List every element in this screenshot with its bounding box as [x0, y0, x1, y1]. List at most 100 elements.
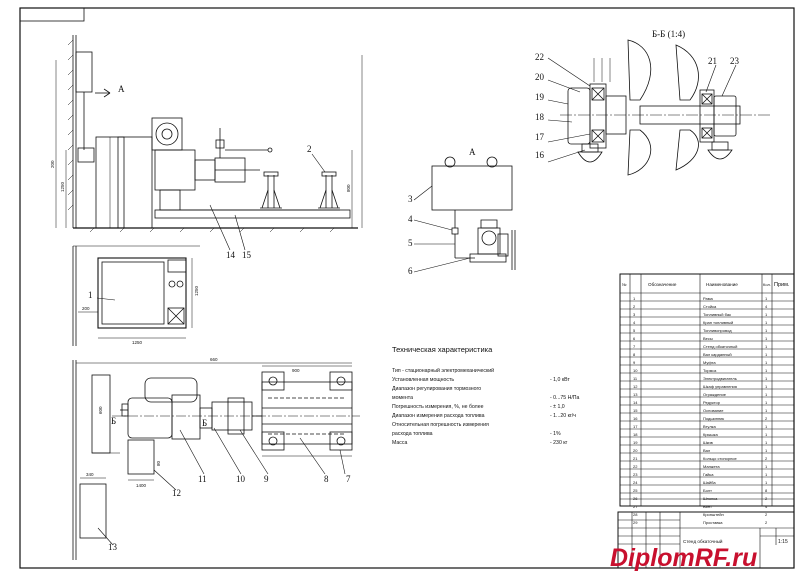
leader-lines: [96, 57, 737, 546]
dim-cover-2: 1400: [136, 483, 147, 488]
spec-row-num: 10: [633, 368, 638, 373]
spec-row-name: Стойка: [703, 304, 717, 309]
dim-pillar-1: 600: [98, 406, 103, 414]
section-view: [560, 39, 770, 176]
spec-row-qty: 2: [765, 496, 768, 501]
tech-spec-row-label: Тип - стационарный электромеханический: [392, 367, 494, 374]
spec-row-qty: 1: [765, 368, 768, 373]
spec-row-name: Шкаф управления: [703, 384, 737, 389]
dim-plan-side: 200: [82, 306, 90, 311]
spec-row-num: 1: [633, 296, 636, 301]
spec-row-qty: 1: [765, 400, 768, 405]
spec-row-num: 8: [633, 352, 636, 357]
tech-spec-row-value: - ± 1,0: [550, 404, 565, 410]
spec-row-num: 19: [633, 440, 638, 445]
spec-row-num: 3: [633, 312, 636, 317]
callout-18: 18: [535, 112, 545, 122]
spec-row-qty: 1: [765, 472, 768, 477]
spec-header-num: №: [622, 282, 626, 287]
title-block-name: Стенд обкаточный: [683, 538, 723, 544]
spec-row-name: Проставка: [703, 520, 723, 525]
spec-row-name: Шпонка: [703, 496, 718, 501]
dim-side-2: 1250: [60, 181, 65, 192]
side-view: [55, 35, 363, 233]
callout-4: 4: [408, 214, 413, 224]
spec-row-name: Редуктор: [703, 400, 721, 405]
dim-side-1: 200: [50, 160, 55, 168]
view-a-label: А: [118, 84, 125, 94]
spec-table-header: № Обозначение Наименование Кол. Прим.: [622, 282, 790, 288]
callout-7: 7: [346, 474, 351, 484]
watermark: DiplomRF.ru: [610, 544, 757, 572]
tech-spec-row-label: момента: [392, 395, 413, 401]
spec-row-num: 5: [633, 328, 636, 333]
spec-row-qty: 8: [765, 488, 768, 493]
spec-row-qty: 4: [765, 504, 768, 509]
spec-row-qty: 1: [765, 432, 768, 437]
spec-header-designation: Обозначение: [648, 282, 677, 287]
callout-1: 1: [88, 290, 93, 300]
spec-row-name: Топливный бак: [703, 312, 731, 317]
spec-row-name: Шкив: [703, 440, 713, 445]
spec-row-num: 26: [633, 496, 638, 501]
spec-row-qty: 1: [765, 448, 768, 453]
spec-row-num: 27: [633, 504, 638, 509]
spec-row-qty: 1: [765, 480, 768, 485]
spec-row-num: 13: [633, 392, 638, 397]
spec-row-qty: 1: [765, 352, 768, 357]
dim-plan-depth: 1250: [194, 285, 199, 296]
callout-11: 11: [198, 474, 207, 484]
callout-19: 19: [535, 92, 545, 102]
tech-spec-row-label: Погрешность измерения, %, не более: [392, 404, 484, 410]
tech-spec-row-label: Масса: [392, 440, 407, 446]
spec-row-qty: 1: [765, 384, 768, 389]
tech-spec-row-label: Диапазон измерения расхода топлива: [392, 413, 485, 419]
callout-21: 21: [708, 56, 717, 66]
spec-header-note: Прим.: [774, 282, 790, 288]
tech-spec-row-label: расхода топлива: [392, 431, 433, 437]
spec-row-num: 29: [633, 520, 638, 525]
spec-row-qty: 2: [765, 456, 768, 461]
spec-row-name: Кольцо стопорное: [703, 456, 738, 461]
spec-row-name: Стенд обкаточный: [703, 344, 737, 349]
plan-view: [72, 245, 200, 346]
spec-row-name: Топливопровод: [703, 328, 732, 333]
spec-row-qty: 1: [765, 408, 768, 413]
spec-row-name: Вал карданный: [703, 352, 732, 357]
spec-row-name: Подшипник: [703, 416, 724, 421]
spec-row-name: Электродвигатель: [703, 376, 737, 381]
dim-pillar-2: 80: [156, 460, 161, 466]
tech-spec-row-label: Относительная погрешность измерения: [392, 422, 489, 428]
spec-row-num: 2: [633, 304, 636, 309]
spec-row-num: 21: [633, 456, 638, 461]
spec-row-qty: 1: [765, 320, 768, 325]
spec-row-num: 7: [633, 344, 636, 349]
spec-header-qty: Кол.: [763, 282, 771, 287]
spec-row-name: Муфта: [703, 360, 716, 365]
stamp-box: [19, 7, 85, 22]
callout-8: 8: [324, 474, 329, 484]
cut-marker-right: Б: [202, 418, 207, 428]
spec-row-num: 17: [633, 424, 638, 429]
spec-row-num: 24: [633, 480, 638, 485]
spec-row-name: Основание: [703, 408, 724, 413]
tech-spec-row-value: - 1%: [550, 431, 561, 437]
spec-row-num: 6: [633, 336, 636, 341]
callout-16: 16: [535, 150, 545, 160]
spec-header-name: Наименование: [706, 282, 738, 287]
tech-spec-row-value: - 1,0 кВт: [550, 377, 570, 383]
title-block-grid: [617, 511, 795, 569]
dim-rail-width: 900: [292, 368, 300, 373]
spec-row-qty: 2: [765, 416, 768, 421]
callout-6: 6: [408, 266, 413, 276]
section-title: Б-Б (1:4): [652, 29, 685, 39]
spec-row-name: Кран топливный: [703, 320, 733, 325]
dim-cover-1: 340: [86, 472, 94, 477]
top-view: [72, 360, 360, 560]
callout-23: 23: [730, 56, 740, 66]
spec-row-qty: 1: [765, 392, 768, 397]
tech-spec-row-value: - 0...75 Н/Па: [550, 395, 580, 401]
spec-row-num: 16: [633, 416, 638, 421]
